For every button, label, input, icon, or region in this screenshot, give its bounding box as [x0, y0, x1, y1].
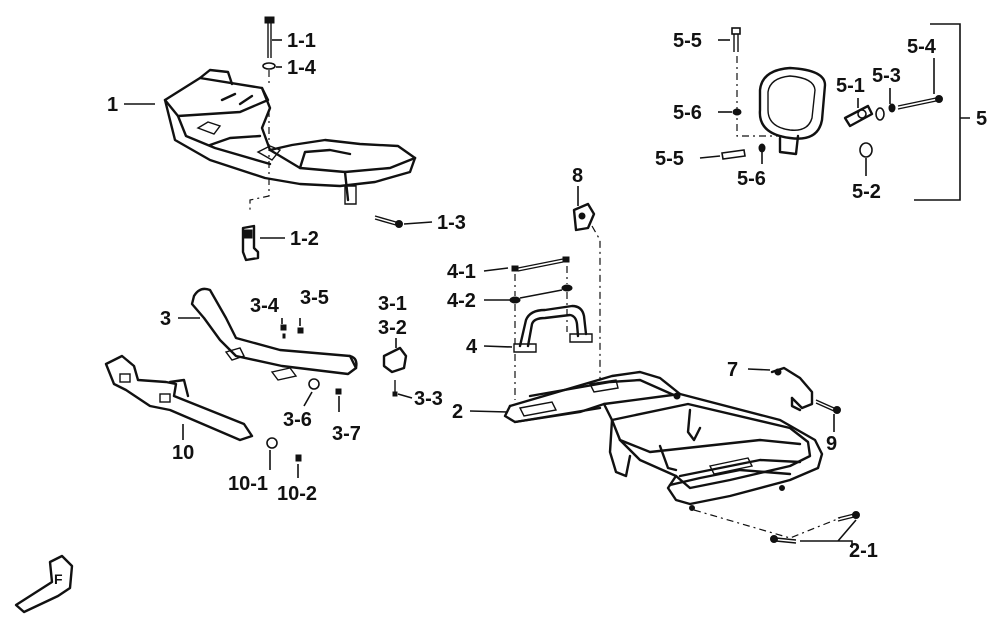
bolt-9 [815, 399, 841, 414]
collar-5-3 [875, 107, 885, 121]
handle-4 [513, 304, 593, 353]
callout-3-2: 3-2 [378, 317, 407, 339]
front-direction-icon: F [14, 554, 74, 614]
callout-3-4: 3-4 [250, 295, 280, 317]
washer-1-4 [262, 62, 276, 70]
callout-3-6: 3-6 [283, 409, 312, 431]
callout-10: 10 [172, 442, 194, 464]
rear-carrier-2 [503, 370, 824, 511]
lower-bar-10 [104, 354, 254, 442]
callout-3-3: 3-3 [414, 388, 443, 410]
callout-5-2: 5-2 [852, 181, 881, 203]
callout-4-2: 4-2 [447, 290, 476, 312]
callout-10-2: 10-2 [277, 483, 317, 505]
callout-5: 5 [976, 108, 987, 130]
callout-10-1: 10-1 [228, 473, 268, 495]
bolts-4-1 [511, 256, 570, 272]
clamp-8 [572, 202, 596, 232]
callout-4: 4 [466, 336, 478, 358]
callout-2: 2 [452, 401, 463, 423]
collar-5-2 [859, 142, 873, 158]
bolt-2-1-upper [837, 511, 860, 522]
callout-7: 7 [727, 359, 738, 381]
assembly-line-2 [693, 509, 841, 539]
callout-4-1: 4-1 [447, 261, 476, 283]
bolt-5-5-top [731, 27, 741, 52]
nut-3-6 [308, 378, 320, 390]
bracket-1-2 [241, 224, 260, 262]
callout-3: 3 [160, 308, 171, 330]
callout-5-5-top: 5-5 [673, 30, 702, 52]
callout-8: 8 [572, 165, 583, 187]
nut-10-1 [266, 437, 278, 449]
callout-1-3: 1-3 [437, 212, 466, 234]
bolt-3-5 [297, 327, 304, 334]
callout-5-6-lower: 5-6 [737, 168, 766, 190]
backrest-bracket-5-1 [843, 104, 874, 128]
callout-5-5-lower: 5-5 [655, 148, 684, 170]
washer-5-3 [888, 103, 896, 113]
callout-3-1: 3-1 [378, 293, 407, 315]
callout-5-3: 5-3 [872, 65, 901, 87]
callout-1-4: 1-4 [287, 57, 317, 79]
front-rack [163, 68, 417, 205]
sleeve-3-1 [382, 346, 408, 374]
bolt-5-4 [897, 95, 943, 110]
assembly-line-8 [591, 225, 601, 380]
callout-2-1: 2-1 [849, 540, 878, 562]
assembly-line-5a [736, 56, 782, 137]
bolt-2-1-lower [770, 535, 797, 544]
front-bar-3 [190, 287, 358, 381]
bolt-3-3 [392, 380, 398, 397]
assembly-line-1 [249, 70, 270, 212]
bolt-3-4 [280, 324, 287, 339]
callout-9: 9 [826, 433, 837, 455]
washers-4-2 [509, 284, 573, 304]
callout-1-2: 1-2 [290, 228, 319, 250]
callout-5-4: 5-4 [907, 36, 937, 58]
bolt-1-3 [374, 215, 403, 228]
callout-5-1: 5-1 [836, 75, 865, 97]
callout-labels: 1-1 1-4 1 1-2 1-3 5-5 5-6 5-5 5-6 5-1 5-… [107, 30, 987, 562]
backrest-pad [758, 66, 827, 156]
svg-text:F: F [54, 571, 63, 587]
bolt-5-5-lower [721, 149, 746, 160]
bolt-10-2 [295, 454, 302, 462]
callout-3-5: 3-5 [300, 287, 329, 309]
callout-5-6-top: 5-6 [673, 102, 702, 124]
callout-1-1: 1-1 [287, 30, 316, 52]
callout-3-7: 3-7 [332, 423, 361, 445]
washer-5-6-lower [758, 143, 766, 153]
bolt-1-1 [264, 16, 275, 58]
bracket-7 [770, 366, 814, 412]
callout-1: 1 [107, 94, 118, 116]
bolt-3-7 [335, 388, 342, 395]
assembly-line-4 [514, 266, 568, 400]
